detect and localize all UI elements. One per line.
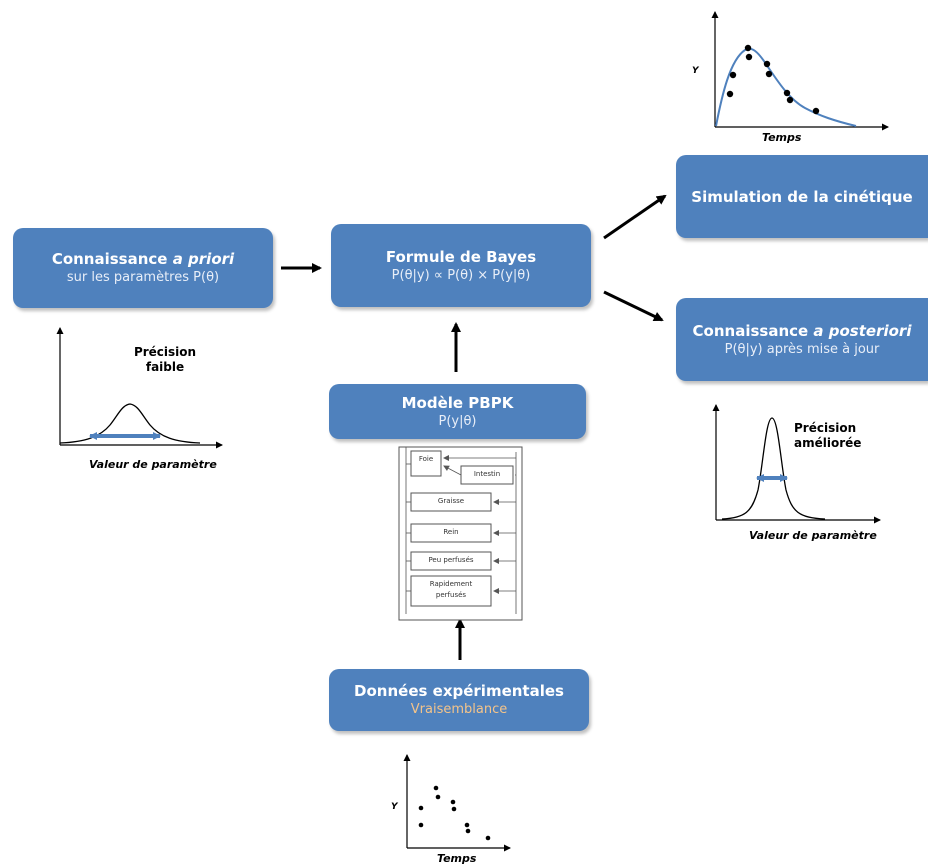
prior-title-italic: a priori [172, 250, 235, 268]
compartment-label-graisse: Graisse [437, 497, 465, 505]
prior-box-title: Connaissance a priori [13, 249, 273, 269]
posterior-subtitle-text: après mise à jour [762, 341, 880, 357]
compartment-rapidement-perfuses [410, 575, 492, 607]
prior-subtitle-formula: P(θ) [193, 270, 220, 285]
prior-distribution-plot [56, 327, 223, 449]
prior-box-subtitle: sur les paramètres P(θ) [13, 269, 273, 287]
posterior-precision-line1: Précision [794, 421, 857, 435]
bayes-formula-box: Formule de Bayes P(θ|y) ∝ P(θ) × P(y|θ) [331, 224, 591, 307]
posterior-title-text: Connaissance [692, 321, 814, 340]
compartment-label-intestin: Intestin [473, 470, 501, 478]
posterior-precision-line2: améliorée [794, 436, 862, 450]
posterior-distribution-plot [712, 404, 881, 524]
simulation-box: Simulation de la cinétique [676, 155, 928, 238]
arrow-bayes-to-sim [603, 194, 667, 240]
simulation-curve [715, 47, 857, 127]
compartment-label-rein: Rein [443, 528, 459, 536]
bayes-box-title: Formule de Bayes [385, 247, 537, 266]
data-scatter-plot [403, 754, 511, 852]
prior-title-text: Connaissance [51, 250, 173, 268]
posterior-curve [721, 417, 826, 520]
posterior-subtitle-formula: P(θ|y) [724, 341, 763, 357]
posterior-knowledge-box: Connaissance a posteriori P(θ|y) après m… [676, 298, 928, 381]
data-xlabel: Temps [437, 852, 477, 865]
pbpk-diagram [398, 446, 523, 621]
data-box-title: Données expérimentales [354, 682, 564, 700]
posterior-xlabel: Valeur de paramètre [749, 529, 877, 542]
posterior-title-italic: a posteriori [813, 321, 912, 340]
posterior-box-title: Connaissance a posteriori [676, 321, 928, 341]
bayes-box-formula: P(θ|y) ∝ P(θ) × P(y|θ) [391, 267, 531, 283]
pbpk-box-title: Modèle PBPK [401, 393, 514, 412]
prior-knowledge-box: Connaissance a priori sur les paramètres… [13, 228, 273, 308]
posterior-precision-label: Précision améliorée [794, 421, 861, 451]
data-ylabel: Y [391, 802, 398, 812]
compartment-label-peu-perfuses: Peu perfusés [428, 556, 474, 564]
simulation-plot [711, 11, 889, 131]
sim-xlabel: Temps [762, 131, 802, 144]
compartment-label-foie: Foie [418, 455, 434, 463]
prior-precision-line2: faible [145, 360, 185, 374]
prior-xlabel: Valeur de paramètre [89, 458, 217, 471]
sim-box-title: Simulation de la cinétique [691, 187, 913, 206]
pbpk-box-formula: P(y|θ) [438, 413, 477, 429]
compartment-label-rapidement-perfuses: Rapidement perfusés [429, 580, 473, 599]
experimental-data-box: Données expérimentales Vraisemblance [329, 669, 589, 731]
pbpk-model-box: Modèle PBPK P(y|θ) [329, 384, 586, 439]
arrow-bayes-to-post [603, 290, 664, 322]
prior-precision-label: Précision faible [120, 345, 210, 375]
sim-ylabel: Y [692, 66, 699, 76]
posterior-box-subtitle: P(θ|y) après mise à jour [676, 341, 928, 359]
compartment-foie [410, 450, 442, 477]
prior-subtitle-text: sur les paramètres [66, 270, 194, 285]
data-box-subtitle: Vraisemblance [410, 702, 508, 717]
prior-precision-line1: Précision [133, 345, 197, 359]
